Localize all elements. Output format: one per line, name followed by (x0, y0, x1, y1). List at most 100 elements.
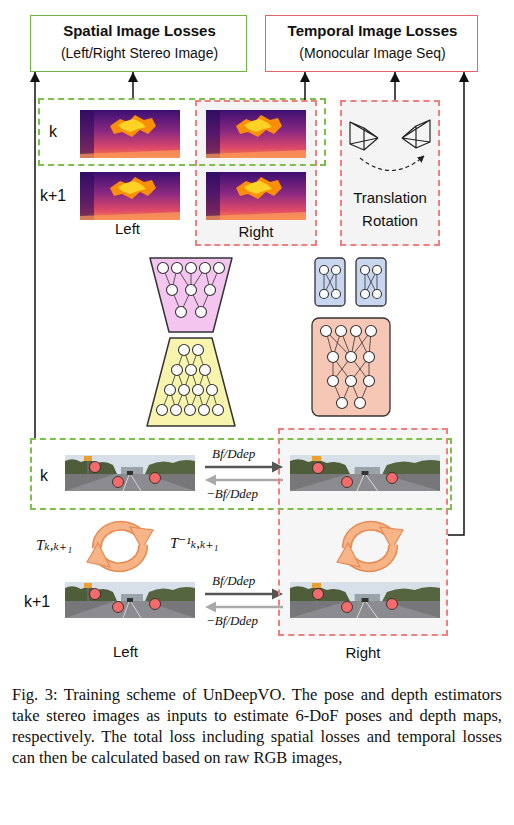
flow-arrow (304, 72, 306, 100)
disparity-label: −Bf/Ddep (206, 613, 258, 629)
depth-network (147, 338, 235, 426)
flow-arrow (448, 72, 464, 535)
frame-index: k (40, 466, 48, 485)
monocular-group: Right (195, 100, 317, 246)
camera-pose-icon (360, 156, 424, 171)
pose-network (320, 290, 329, 299)
feature-point (342, 477, 353, 488)
feature-point (150, 599, 161, 610)
depth-network (196, 307, 207, 318)
depth-network (193, 385, 204, 396)
street-image (65, 455, 195, 491)
depth-map (206, 172, 306, 220)
monocular-group: Right (278, 428, 448, 636)
loss-title: Temporal Image Losses (266, 22, 479, 40)
feature-point (313, 463, 324, 474)
pose-network (337, 398, 348, 409)
depth-map (80, 110, 180, 158)
rotation-arrows (87, 526, 153, 567)
disparity-label: −Bf/Ddep (206, 486, 258, 502)
pose-network (320, 266, 382, 409)
disparity-arrow (205, 593, 274, 596)
pose-network (336, 326, 347, 337)
depth-network (205, 285, 216, 296)
disparity-arrow (205, 475, 216, 486)
pose-network (312, 258, 390, 416)
loss-box: Temporal Image Losses(Monocular Image Se… (265, 15, 478, 72)
pose-label: Translation Rotation (342, 186, 438, 233)
flow-arrow (34, 72, 36, 438)
depth-network (213, 405, 224, 416)
figure-caption: Fig. 3: Training scheme of UnDeepVO. The… (12, 684, 502, 768)
disparity-arrow (214, 606, 283, 609)
pose-network (364, 376, 375, 387)
feature-point (113, 477, 124, 488)
transform-label: Tₖ,ₖ₊₁ (36, 536, 72, 554)
pose-network (324, 270, 377, 294)
depth-network (186, 285, 197, 296)
depth-network (193, 345, 204, 356)
depth-network (163, 268, 219, 312)
feature-point (387, 473, 398, 484)
pose-network (366, 326, 377, 337)
depth-network (167, 285, 178, 296)
depth-map (80, 172, 180, 220)
pose-network (328, 352, 339, 363)
pose-network (361, 290, 370, 299)
group-fill (340, 100, 440, 246)
depth-map (206, 110, 306, 158)
depth-network (165, 385, 176, 396)
pose-network (346, 352, 357, 363)
frame-index: k+1 (40, 186, 66, 205)
column-label: Right (197, 223, 315, 241)
depth-network (147, 258, 235, 426)
rotation-arrows (87, 526, 403, 567)
depth-network (207, 385, 218, 396)
depth-network (186, 365, 197, 376)
transform-label: T⁻¹ₖ,ₖ₊₁ (170, 534, 219, 552)
pose-network (332, 266, 341, 275)
disparity-arrow (214, 479, 283, 482)
column-label: Left (115, 220, 140, 238)
frame-index: k (49, 122, 57, 141)
pose-network (321, 326, 332, 337)
pose-network (326, 331, 371, 403)
street-image (65, 582, 195, 618)
camera-pose-icon (402, 120, 430, 148)
pose-network (373, 290, 382, 299)
pose-network (312, 318, 390, 416)
frame-index: k+1 (24, 592, 50, 611)
depth-network (185, 405, 196, 416)
depth-network (172, 263, 183, 274)
pose-output-box: Translation Rotation (340, 100, 440, 246)
feature-point (90, 589, 101, 600)
street-image (290, 582, 440, 618)
depth-network (214, 263, 225, 274)
feature-point (113, 602, 124, 613)
column-label: Left (113, 643, 138, 661)
rotation-arrows (337, 526, 403, 567)
pose-network (361, 266, 370, 275)
depth-network (186, 263, 197, 274)
depth-network (150, 258, 232, 332)
depth-network (179, 385, 190, 396)
feature-point (90, 462, 101, 473)
depth-network (199, 405, 210, 416)
loss-subtitle: (Left/Right Stereo Image) (31, 45, 248, 62)
loss-title: Spatial Image Losses (31, 22, 248, 40)
depth-network (157, 405, 168, 416)
depth-network (158, 263, 225, 318)
pose-network (364, 352, 375, 363)
pose-network (346, 376, 357, 387)
feature-point (387, 599, 398, 610)
feature-point (313, 589, 324, 600)
disparity-label: Bf/Ddep (212, 446, 255, 462)
pose-network (328, 376, 339, 387)
depth-network (158, 263, 169, 274)
depth-network (179, 345, 190, 356)
street-image (65, 455, 440, 618)
column-label: Right (280, 644, 446, 662)
feature-point (150, 473, 161, 484)
depth-network (176, 307, 187, 318)
camera-pose-icon (350, 120, 430, 171)
